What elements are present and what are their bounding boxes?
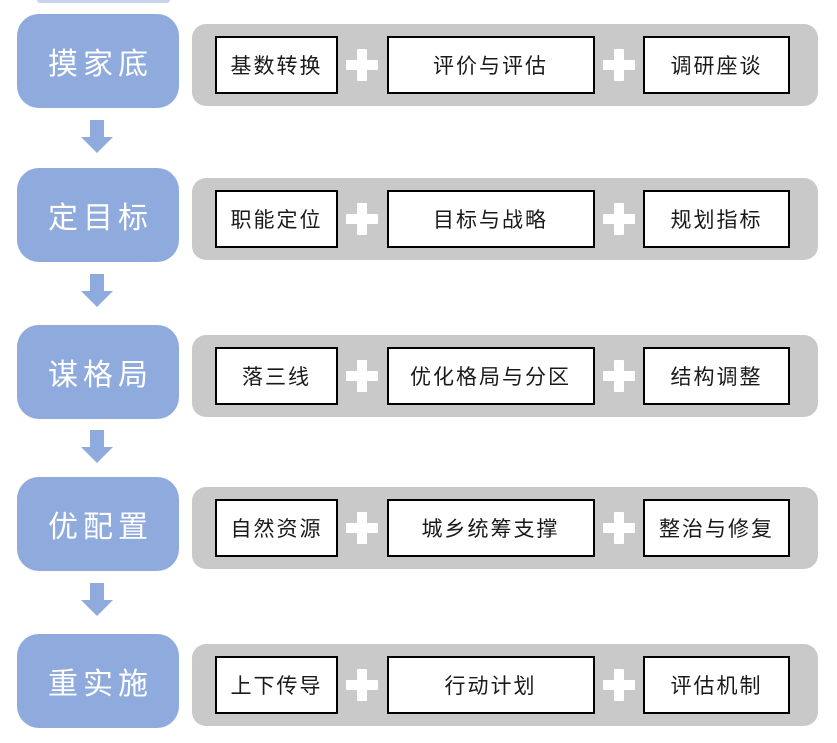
stage-label: 重实施 — [48, 668, 153, 701]
item-box: 落三线 — [215, 347, 338, 405]
item-box: 评价与评估 — [386, 36, 595, 94]
items-bar-1: 基数转换 评价与评估 调研座谈 — [192, 24, 818, 106]
plus-icon — [602, 512, 635, 544]
item-box: 自然资源 — [215, 499, 338, 557]
cropped-shape-artifact — [37, 0, 170, 3]
item-box: 行动计划 — [386, 656, 595, 714]
down-arrow-icon — [81, 583, 113, 616]
item-box: 上下传导 — [215, 656, 338, 714]
item-box: 规划指标 — [643, 190, 790, 248]
item-box: 基数转换 — [215, 36, 338, 94]
stage-label: 定目标 — [48, 202, 153, 235]
plus-icon — [602, 669, 635, 701]
stage-box-2: 定目标 — [17, 168, 179, 262]
item-box: 结构调整 — [643, 347, 790, 405]
stage-row-1: 摸家底 基数转换 评价与评估 调研座谈 — [0, 14, 837, 108]
plus-icon — [602, 203, 635, 235]
plus-icon — [346, 49, 379, 81]
item-box: 评估机制 — [643, 656, 790, 714]
item-box: 整治与修复 — [643, 499, 790, 557]
items-bar-4: 自然资源 城乡统筹支撑 整治与修复 — [192, 487, 818, 569]
stage-box-1: 摸家底 — [17, 14, 179, 108]
down-arrow-icon — [81, 274, 113, 307]
plus-icon — [346, 512, 379, 544]
down-arrow-icon — [81, 430, 113, 463]
stage-box-5: 重实施 — [17, 634, 179, 728]
stage-row-2: 定目标 职能定位 目标与战略 规划指标 — [0, 168, 837, 262]
item-box: 调研座谈 — [643, 36, 790, 94]
stage-box-4: 优配置 — [17, 477, 179, 571]
items-bar-3: 落三线 优化格局与分区 结构调整 — [192, 335, 818, 417]
item-box: 优化格局与分区 — [386, 347, 595, 405]
plus-icon — [346, 360, 379, 392]
plus-icon — [602, 360, 635, 392]
stage-row-3: 谋格局 落三线 优化格局与分区 结构调整 — [0, 325, 837, 419]
stage-label: 优配置 — [48, 511, 153, 544]
item-box: 城乡统筹支撑 — [386, 499, 595, 557]
plus-icon — [346, 669, 379, 701]
plus-icon — [346, 203, 379, 235]
stage-label: 谋格局 — [48, 359, 153, 392]
item-box: 职能定位 — [215, 190, 338, 248]
stage-row-5: 重实施 上下传导 行动计划 评估机制 — [0, 634, 837, 728]
items-bar-5: 上下传导 行动计划 评估机制 — [192, 644, 818, 726]
items-bar-2: 职能定位 目标与战略 规划指标 — [192, 178, 818, 260]
down-arrow-icon — [81, 120, 113, 153]
plus-icon — [602, 49, 635, 81]
stage-box-3: 谋格局 — [17, 325, 179, 419]
stage-row-4: 优配置 自然资源 城乡统筹支撑 整治与修复 — [0, 477, 837, 571]
stage-label: 摸家底 — [48, 48, 153, 81]
item-box: 目标与战略 — [386, 190, 595, 248]
